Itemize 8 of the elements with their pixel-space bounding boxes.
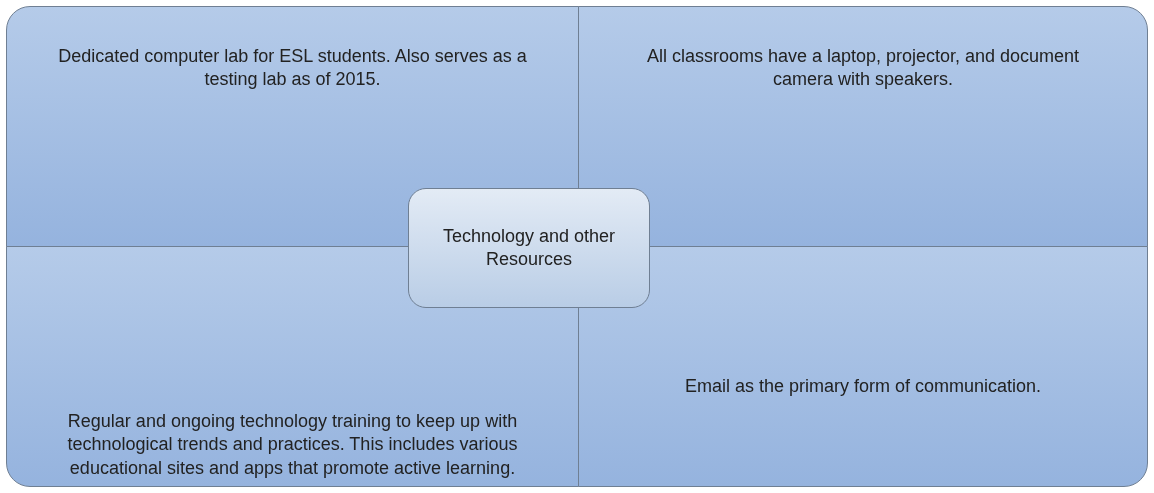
- quadrant-panel: [578, 246, 1148, 487]
- panel-text: All classrooms have a laptop, projector, and document camera with speakers.: [645, 45, 1081, 92]
- quadrant-panel: [6, 246, 579, 487]
- center-label: Technology and other Resources: [441, 224, 617, 271]
- panel-text: Email as the primary form of communication.: [684, 374, 1042, 398]
- center-box: [408, 188, 650, 308]
- panel-text: Regular and ongoing technology training to keep up with technological trends and practices. This includes various educational sites and apps that promote active learning.: [66, 409, 519, 480]
- panel-text: Dedicated computer lab for ESL students. Also serves as a testing lab as of 2015.: [57, 45, 528, 92]
